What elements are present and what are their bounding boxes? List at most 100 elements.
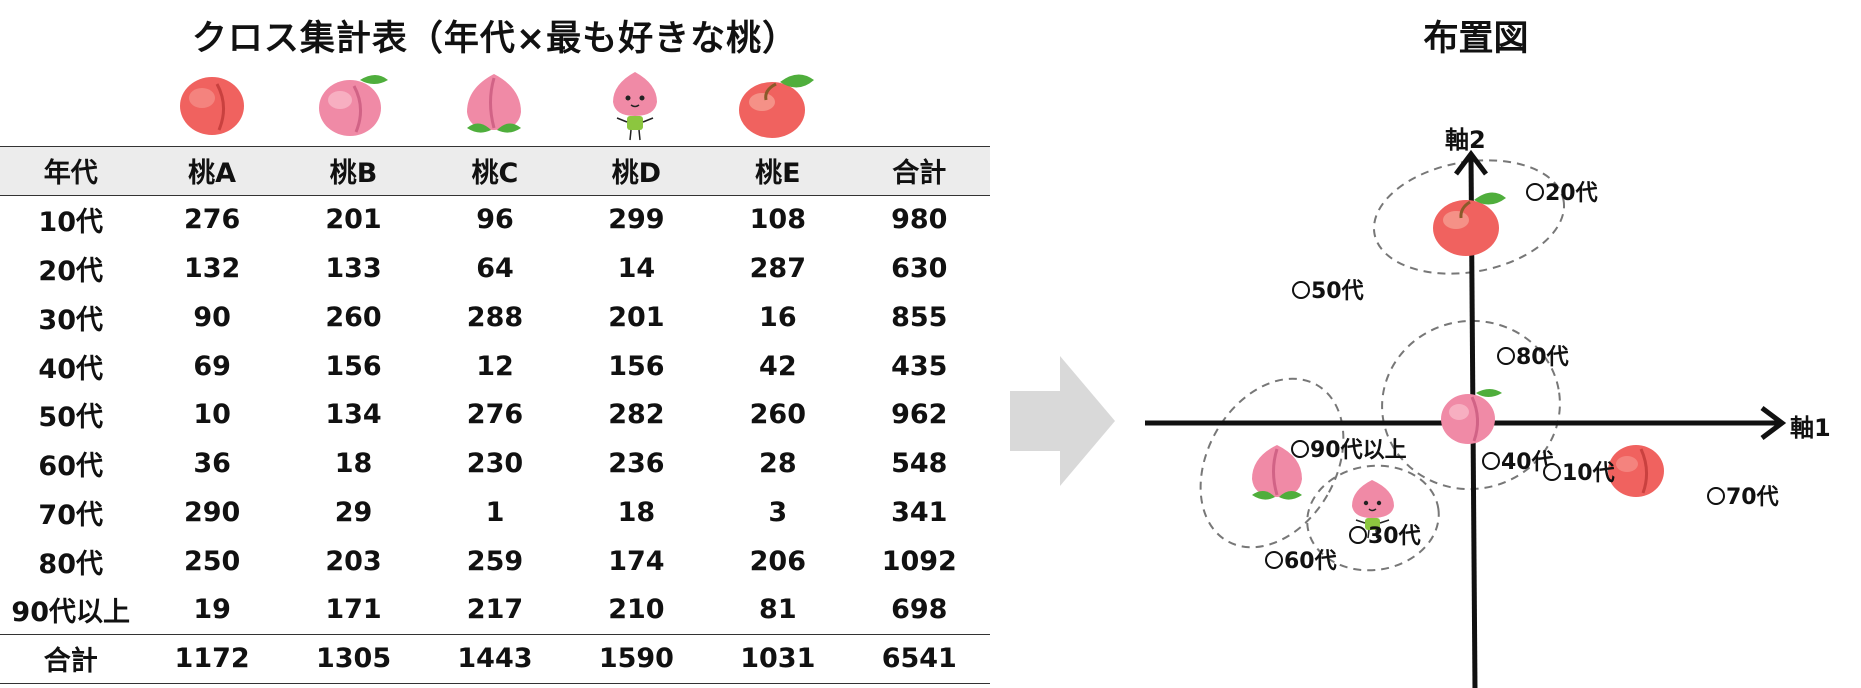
table-cell: 1	[485, 496, 505, 528]
big-arrow-icon	[1010, 356, 1115, 486]
table-cell: 259	[466, 545, 524, 577]
table-row: 30代 90 260 288 201 16 855	[0, 293, 990, 342]
table-cell: 217	[466, 594, 524, 626]
axis-2-label: 軸2	[1445, 126, 1486, 154]
table-cell: 29	[334, 496, 373, 528]
table-cell: 548	[891, 448, 948, 480]
cross-tab-table: 年代 桃A 桃B 桃C 桃D 桃E 合計 10代 276 201 96 299 …	[0, 146, 990, 684]
header-cell: 桃E	[755, 158, 801, 190]
cluster-ellipse	[1372, 159, 1566, 275]
header-cell: 合計	[892, 158, 947, 190]
table-cell: 132	[183, 252, 241, 284]
table-cell: 28	[759, 448, 797, 480]
table-row: 60代 36 18 230 236 28 548	[0, 439, 990, 488]
table-cell: 855	[891, 301, 948, 333]
table-cell: 698	[891, 594, 948, 626]
svg-text:50代: 50代	[1311, 279, 1364, 304]
table-cell: 70代	[38, 499, 103, 531]
table-cell: 435	[891, 350, 948, 382]
cluster-ellipse	[1306, 464, 1440, 572]
axis-1-label: 軸1	[1790, 414, 1831, 442]
header-cell: 桃A	[188, 158, 237, 190]
table-cell: 10代	[38, 207, 103, 239]
peach-c-icon	[1252, 445, 1302, 500]
table-cell: 210	[608, 594, 665, 626]
table-cell: 287	[749, 252, 806, 284]
total-cell: 1172	[174, 643, 250, 675]
table-row: 20代 132 133 64 14 287 630	[0, 244, 990, 293]
peach-d-icon	[564, 68, 705, 148]
total-cell: 6541	[881, 643, 957, 675]
svg-text:60代: 60代	[1284, 549, 1337, 574]
table-cell: 290	[183, 496, 241, 528]
svg-text:20代: 20代	[1545, 181, 1598, 206]
axis-2-arrowhead	[1454, 149, 1488, 176]
age-point-10: 10代	[1543, 461, 1615, 486]
table-cell: 288	[466, 301, 524, 333]
table-title: クロス集計表（年代×最も好きな桃）	[191, 19, 799, 59]
peach-a-icon	[141, 68, 282, 148]
table-total-row: 合計 1172 1305 1443 1590 1031 6541	[0, 634, 990, 684]
header-cell: 年代	[43, 158, 98, 190]
table-cell: 201	[325, 204, 382, 236]
peach-a-icon	[1608, 445, 1664, 497]
table-cell: 36	[193, 448, 231, 480]
table-cell: 260	[749, 399, 806, 431]
table-cell: 20代	[38, 255, 103, 287]
table-header-row: 年代 桃A 桃B 桃C 桃D 桃E 合計	[0, 146, 990, 196]
table-cell: 90代以上	[11, 597, 130, 629]
table-cell: 299	[608, 204, 665, 236]
svg-text:80代: 80代	[1516, 345, 1569, 370]
age-point-90plus: 90代以上	[1291, 438, 1407, 463]
table-cell: 156	[325, 350, 382, 382]
table-cell: 260	[325, 301, 382, 333]
age-point-50: 50代	[1292, 279, 1364, 304]
table-cell: 630	[891, 252, 948, 284]
table-cell: 64	[476, 252, 514, 284]
table-cell: 236	[608, 448, 665, 480]
table-cell: 276	[183, 204, 241, 236]
peach-c-icon	[423, 68, 564, 148]
table-cell: 962	[891, 399, 948, 431]
header-cell: 桃B	[329, 158, 378, 190]
age-point-60: 60代	[1265, 549, 1337, 574]
age-point-80: 80代	[1497, 345, 1569, 370]
table-cell: 50代	[38, 402, 103, 434]
total-cell: 合計	[43, 646, 98, 678]
age-point-40: 40代	[1482, 450, 1554, 475]
table-cell: 171	[325, 594, 382, 626]
table-cell: 206	[749, 545, 806, 577]
table-cell: 250	[183, 545, 241, 577]
total-cell: 1590	[598, 643, 674, 675]
table-cell: 174	[608, 545, 665, 577]
axis-1-arrowhead	[1760, 406, 1787, 440]
table-cell: 80代	[38, 548, 103, 580]
table-cell: 282	[608, 399, 665, 431]
table-cell: 12	[476, 350, 514, 382]
table-cell: 19	[193, 594, 231, 626]
table-cell: 3	[768, 496, 788, 528]
table-cell: 30代	[38, 304, 103, 336]
total-cell: 1305	[315, 643, 392, 675]
cluster-ellipse	[1381, 319, 1561, 491]
placement-map: 軸1 軸2 20代	[1145, 126, 1831, 688]
table-cell: 18	[334, 448, 373, 480]
table-cell: 203	[325, 545, 382, 577]
table-cell: 16	[759, 301, 797, 333]
peach-b-icon	[282, 68, 423, 148]
header-cell: 桃C	[471, 158, 519, 190]
table-cell: 133	[325, 252, 382, 284]
table-row: 10代 276 201 96 299 108 980	[0, 195, 990, 244]
table-cell: 341	[891, 496, 948, 528]
svg-text:10代: 10代	[1562, 461, 1615, 486]
table-cell: 96	[476, 204, 514, 236]
table-cell: 69	[193, 350, 231, 382]
table-row: 70代 290 29 1 18 3 341	[0, 488, 990, 537]
total-cell: 1443	[457, 643, 533, 675]
table-row: 50代 10 134 276 282 260 962	[0, 390, 990, 439]
total-cell: 1031	[740, 643, 816, 675]
table-cell: 134	[325, 399, 382, 431]
svg-text:30代: 30代	[1368, 524, 1421, 549]
header-cell: 桃D	[611, 158, 662, 190]
table-cell: 1092	[881, 545, 957, 577]
